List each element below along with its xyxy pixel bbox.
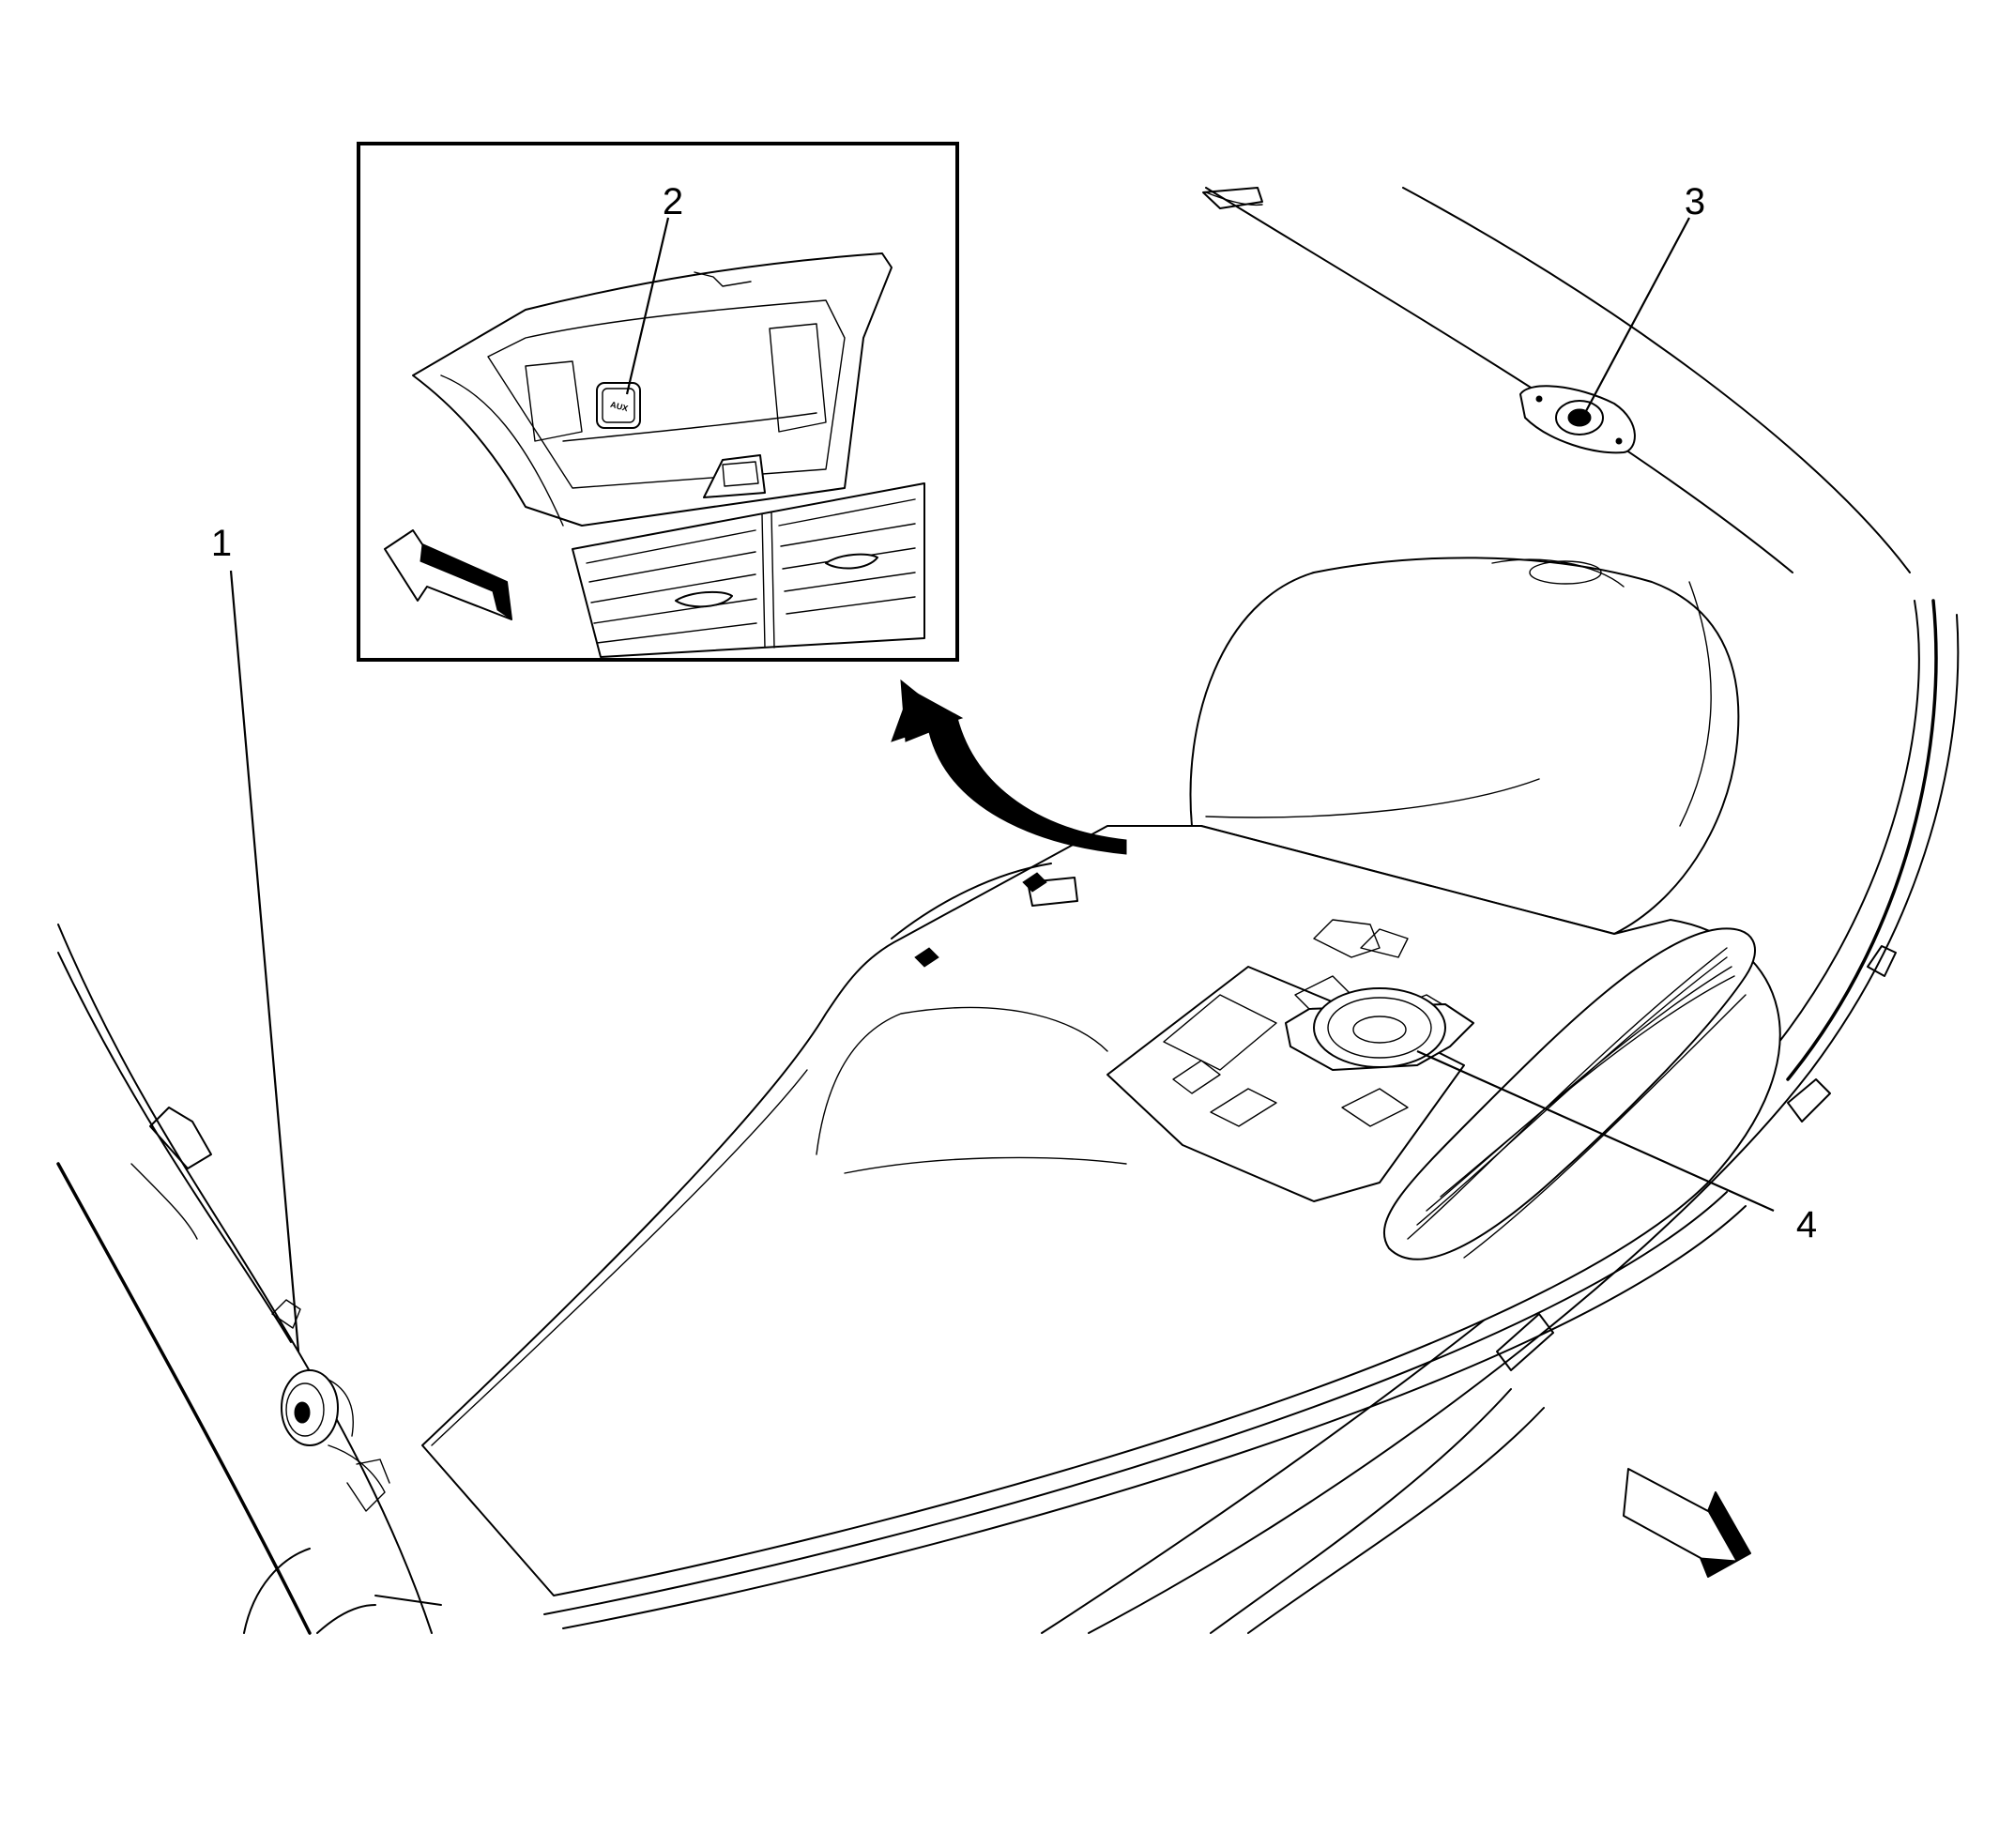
- leader-line-1: [229, 570, 300, 1352]
- callout-2: 2: [663, 181, 683, 222]
- center-speaker-area: [1106, 919, 1474, 1202]
- callout-3: 3: [1685, 181, 1705, 222]
- defroster-vent: [1383, 927, 1756, 1260]
- left-tweeter-speaker: [271, 1299, 390, 1512]
- leader-line-4: [1416, 1049, 1775, 1213]
- callout-1: 1: [211, 523, 232, 564]
- leader-line-2: [625, 217, 670, 395]
- detail-view-arrow-icon: [891, 679, 1127, 855]
- direction-arrow-icon: [1623, 1468, 1751, 1578]
- left-side-trim: [56, 924, 442, 1635]
- right-tweeter-speaker: [1519, 385, 1636, 454]
- leader-line-3: [1585, 217, 1690, 412]
- inset-detail-view: AUX: [357, 142, 959, 662]
- aux-label: AUX: [609, 400, 629, 414]
- callout-4: 4: [1796, 1204, 1817, 1245]
- aux-jack: [596, 382, 641, 429]
- leader-lines: [229, 217, 1775, 1352]
- windshield-outline: [1202, 187, 1911, 573]
